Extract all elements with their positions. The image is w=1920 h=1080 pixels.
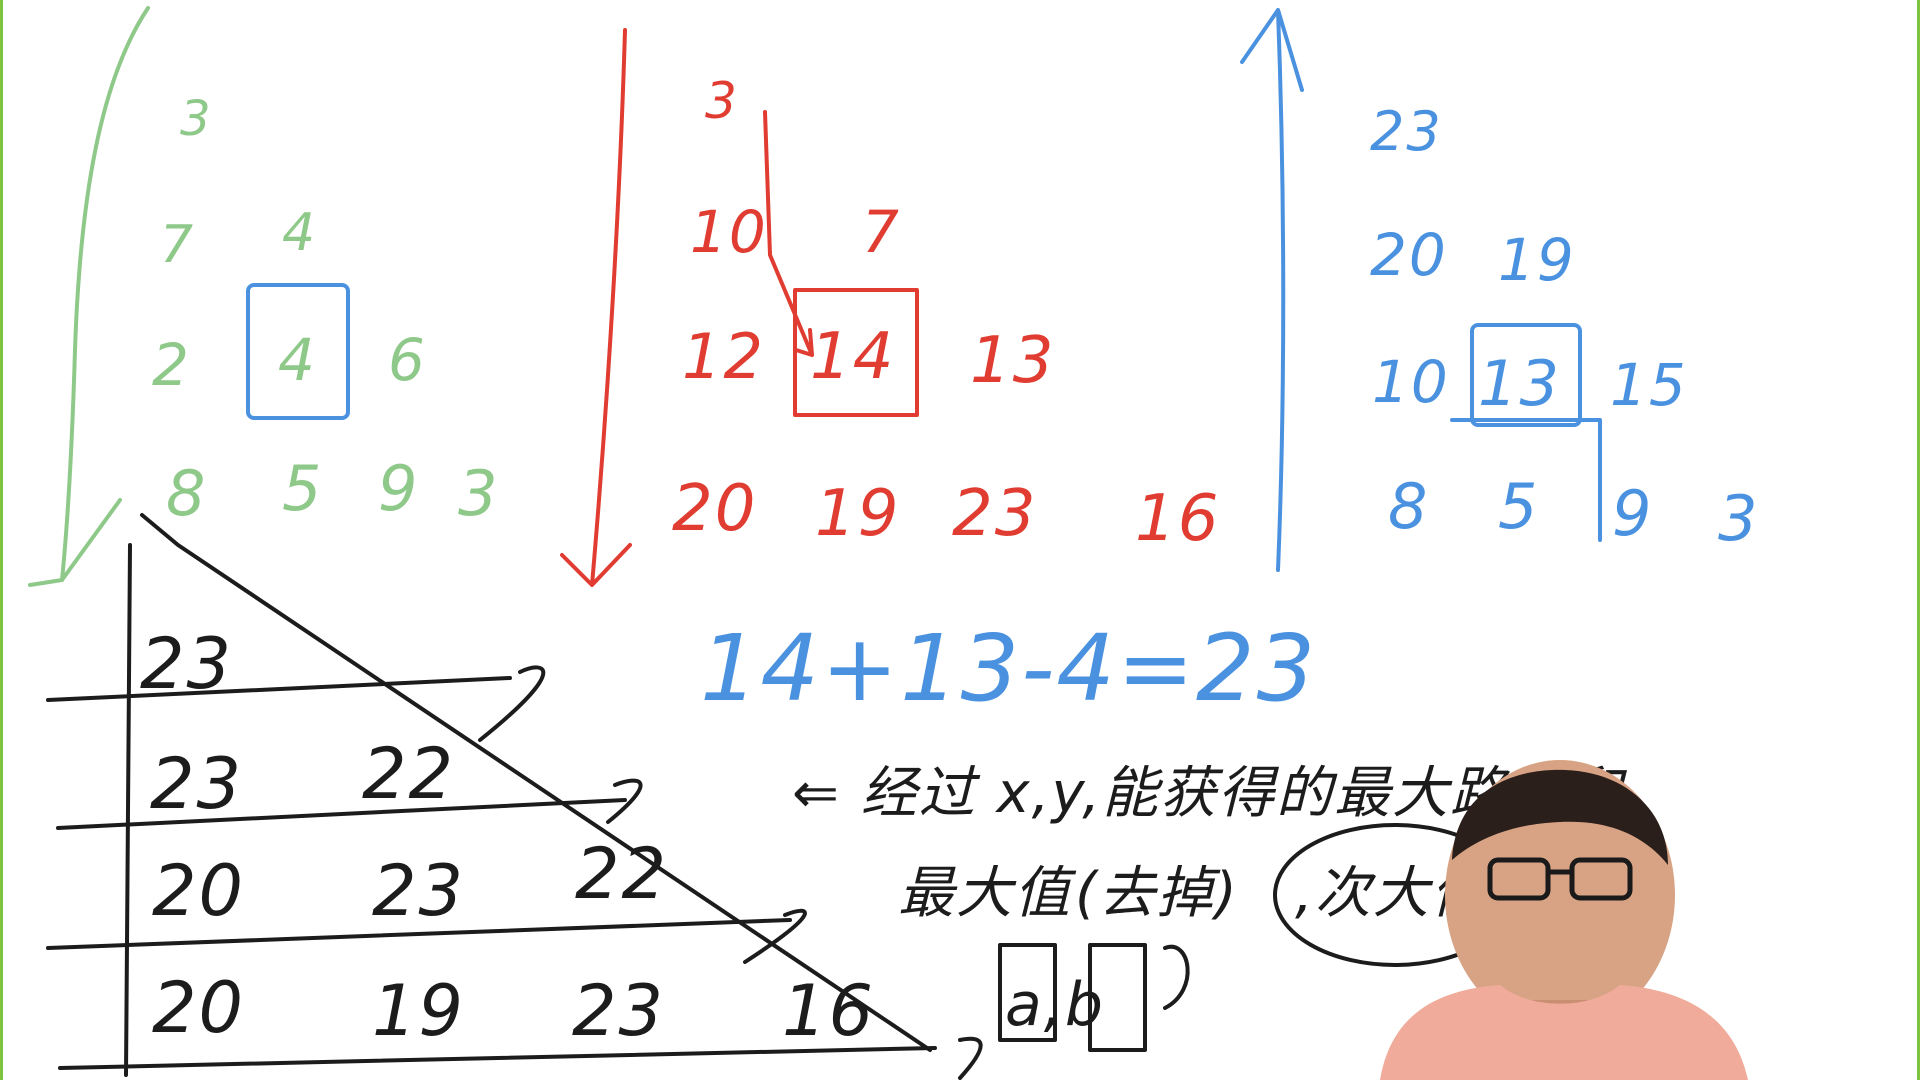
green-cell: 4 bbox=[278, 326, 317, 394]
table-cell: 20 bbox=[152, 850, 245, 932]
table-cell: 19 bbox=[372, 970, 465, 1052]
table-cell: 23 bbox=[372, 850, 465, 932]
green-cell: 2 bbox=[152, 331, 191, 399]
red-cell: 3 bbox=[705, 72, 739, 130]
red-cell: 19 bbox=[815, 477, 900, 551]
green-cell: 9 bbox=[378, 452, 419, 525]
blue-cell: 8 bbox=[1388, 470, 1429, 543]
table-tick bbox=[958, 1036, 983, 1080]
blue-up-arrow bbox=[1240, 8, 1304, 572]
table-cell: 16 bbox=[782, 970, 875, 1052]
table-cell: 20 bbox=[152, 967, 245, 1049]
red-down-arrow bbox=[560, 28, 632, 587]
blue-cell: 20 bbox=[1370, 221, 1448, 289]
table-left-rule bbox=[124, 543, 132, 1077]
red-cell: 10 bbox=[690, 198, 768, 266]
table-row-rule bbox=[58, 1046, 937, 1070]
green-cell: 4 bbox=[282, 203, 317, 263]
blue-cell: 10 bbox=[1372, 348, 1450, 416]
blue-cell: 5 bbox=[1498, 470, 1539, 543]
glasses-left bbox=[1487, 857, 1551, 901]
green-highlight-box bbox=[246, 283, 350, 420]
red-cell: 7 bbox=[862, 198, 901, 266]
pair-box-b bbox=[1088, 943, 1147, 1052]
red-cell: 14 bbox=[810, 320, 895, 394]
blue-highlight-box bbox=[1470, 323, 1582, 427]
table-tick bbox=[606, 778, 643, 824]
glasses-right bbox=[1569, 857, 1633, 901]
green-triangle-panel: 3 7 4 2 4 6 8 5 9 3 bbox=[28, 6, 499, 587]
table-row-rule bbox=[56, 798, 627, 830]
note-remove: (去掉) bbox=[1075, 861, 1239, 926]
pair-brace bbox=[1163, 944, 1190, 1010]
presenter-hair bbox=[1452, 769, 1668, 865]
blue-cell: 19 bbox=[1498, 226, 1576, 294]
presenter-shirt bbox=[1380, 985, 1748, 1080]
green-cell: 6 bbox=[388, 326, 427, 394]
blue-cell: 13 bbox=[1478, 347, 1561, 420]
table-cell: 22 bbox=[362, 733, 455, 815]
frame-left-edge bbox=[0, 0, 3, 1080]
green-cell: 7 bbox=[160, 215, 195, 275]
presenter-video bbox=[1380, 760, 1748, 1080]
table-cell: 23 bbox=[572, 970, 665, 1052]
blue-cell: 3 bbox=[1718, 482, 1759, 555]
blue-bracket bbox=[1450, 418, 1602, 542]
red-highlight-box bbox=[793, 288, 919, 417]
table-tick bbox=[743, 908, 807, 964]
red-cell: 20 bbox=[672, 472, 757, 546]
frame-right-edge bbox=[1917, 0, 1920, 1080]
dp-table: 23 23 22 20 23 22 20 19 23 16 bbox=[46, 513, 983, 1080]
green-down-arrow bbox=[28, 6, 150, 587]
red-cell: 12 bbox=[682, 320, 765, 393]
blue-cell: 23 bbox=[1370, 100, 1443, 163]
red-cell: 23 bbox=[952, 477, 1037, 551]
red-cell: 13 bbox=[970, 324, 1055, 398]
table-tick bbox=[478, 665, 546, 742]
table-cell: 22 bbox=[575, 833, 668, 915]
equation-text: 14+13-4=23 bbox=[700, 615, 1317, 722]
red-path-arrow bbox=[763, 110, 814, 357]
note-max-value: 最大值 bbox=[898, 861, 1077, 926]
table-row-rule bbox=[46, 918, 792, 950]
red-cell: 16 bbox=[1135, 482, 1220, 556]
green-cell: 3 bbox=[180, 91, 213, 147]
pair-box-a bbox=[998, 943, 1057, 1042]
table-cell: 23 bbox=[140, 623, 233, 705]
blue-triangle-panel: 23 20 19 10 13 15 8 5 9 3 bbox=[1240, 8, 1759, 572]
table-row-rule bbox=[46, 676, 512, 702]
blue-cell: 15 bbox=[1610, 351, 1688, 419]
green-cell: 8 bbox=[166, 457, 207, 530]
pair-text: a,b bbox=[1005, 970, 1105, 1040]
green-cell: 5 bbox=[282, 452, 323, 525]
red-triangle-panel: 3 10 7 12 14 13 20 19 23 16 bbox=[560, 28, 1220, 587]
green-cell: 3 bbox=[458, 457, 499, 530]
table-hypotenuse bbox=[140, 513, 932, 1052]
blue-cell: 9 bbox=[1612, 477, 1653, 550]
table-cell: 23 bbox=[150, 743, 243, 825]
